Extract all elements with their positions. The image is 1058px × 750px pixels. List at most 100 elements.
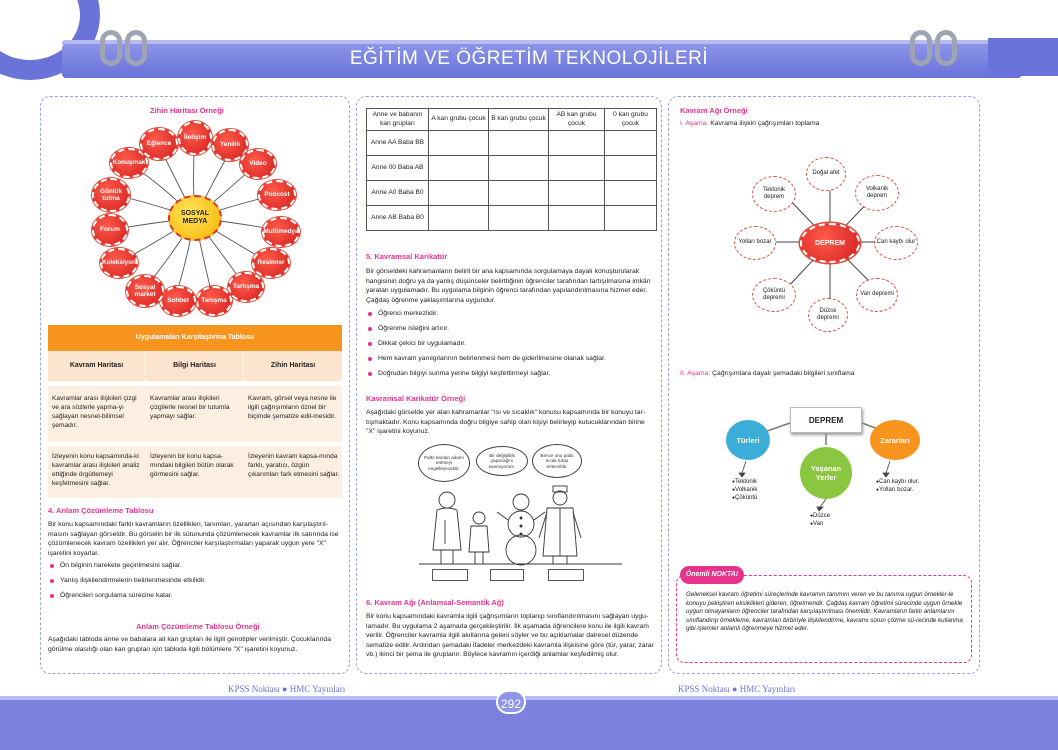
comparison-row (48, 386, 342, 442)
table-header: 0 kan grubu çocuk (604, 108, 657, 131)
table-cell[interactable] (604, 130, 657, 156)
binder-ring-icon (125, 30, 147, 66)
list-item: Doğrudan bilgiyi sunma yerine bilgiyi ke… (366, 370, 656, 377)
cartoon-paragraph: Aşağıdaki görselde yer alan kahramanlar … (366, 409, 646, 436)
table-cell[interactable] (428, 205, 489, 231)
cartoon-title: Kavramsal Karikatür Örneği (366, 394, 466, 403)
stage-2-label: II. Aşama: (680, 370, 711, 377)
table-cell[interactable] (488, 180, 549, 206)
title-bar-highlight (62, 40, 1022, 46)
concept-web-title: Kavram Ağı Örneği (680, 106, 748, 115)
table-header: B kan grubu çocuk (488, 108, 549, 131)
section-5-paragraph: Bir görseldeki kahramanların belirli bir… (366, 268, 651, 304)
answer-checkbox[interactable] (490, 569, 524, 581)
table-cell[interactable] (604, 155, 657, 181)
table-cell[interactable] (428, 130, 489, 156)
table-cell[interactable] (488, 155, 549, 181)
comparison-cell: Kavram, görsel veya nesne ile ilgili çağ… (248, 395, 337, 420)
corner-decoration-right (988, 38, 1058, 76)
concept-node: Volkanik deprem (855, 175, 899, 211)
table-row-label: Anne A0 Baba B0 (366, 180, 429, 206)
section-5-bullets: Öğrenci merkezlidir. Öğrenme isteğini ar… (366, 310, 656, 385)
footer-highlight (0, 696, 1058, 702)
comparison-header: Bilgi Haritası (146, 351, 244, 381)
list-item: Van (810, 520, 830, 528)
schema-arrows (738, 460, 891, 512)
title-bar (62, 44, 1022, 78)
comparison-cell: İzleyenin bir konu kapsa-mındaki bilgile… (150, 453, 234, 478)
schema-places: Yaşanan Yerler (800, 447, 852, 499)
stage-1-label: I. Aşama: (680, 120, 709, 127)
speech-bubble: Bir değişiklik yapacağını sanmıyorum. (476, 446, 528, 476)
mindmap-node: Konuşmak (110, 148, 148, 178)
table-cell[interactable] (548, 155, 605, 181)
section-6-title: 6. Kavram Ağı (Anlamsal-Semantik Ağ) (366, 598, 504, 607)
important-note-badge: Önemli NOKTA! (680, 566, 744, 584)
schema-types-list: Tektonik Volkanik Çöküntü (732, 478, 757, 502)
schema-places-list: Düzce Van (810, 512, 830, 528)
section-5-title: 5. Kavramsal Karikatür (366, 252, 448, 261)
stage-1-line: I. Aşama: Kavrama ilişkin çağrışımları t… (680, 120, 819, 127)
list-item: Yanlış ilişkilendirmelerin belirlenmesin… (48, 577, 344, 584)
mindmap-node: Sohbet (160, 286, 196, 316)
table-cell[interactable] (488, 205, 549, 231)
mindmap-node: Multimedya (262, 217, 300, 247)
footer-brand-left: KPSS Noktası ● HMC Yayınları (228, 684, 346, 694)
mindmap-node: Tanışma (196, 286, 232, 316)
mindmap-node: Sosyal market (126, 275, 164, 307)
table-cell[interactable] (428, 180, 489, 206)
right-column-frame (668, 96, 980, 674)
comparison-header: Zihin Haritası (244, 351, 342, 381)
left-column-frame (40, 96, 350, 674)
list-item: Hem kavram yanılgılarının belirlenmesi h… (366, 355, 656, 362)
table-cell[interactable] (548, 130, 605, 156)
comparison-header: Kavram Haritası (48, 351, 146, 381)
footer (0, 700, 1058, 750)
speech-bubble: Bence onu palto sıcak tutup eritecektir. (532, 444, 582, 478)
table-cell[interactable] (604, 180, 657, 206)
table-row-label: Anne AA Baba BB (366, 130, 429, 156)
important-note-box (676, 575, 972, 663)
list-item: Düzce (810, 512, 830, 520)
answer-checkbox[interactable] (432, 569, 468, 581)
comparison-cell: Kavramlar arası ilişkileri çizgi ve ara … (52, 395, 137, 429)
concept-node: Düzce depremi (808, 298, 848, 332)
table-cell[interactable] (548, 180, 605, 206)
stage-2-text: Çağrışımlara dayalı şemadaki bilgileri s… (712, 370, 855, 377)
table-cell[interactable] (548, 205, 605, 231)
answer-checkbox[interactable] (548, 569, 584, 581)
section-6-paragraph: Bir konu kapsamındaki kavramla ilgili ça… (366, 613, 654, 659)
concept-node: Can kaybı olur (874, 226, 918, 260)
table-row-label: Anne AB Baba B0 (366, 205, 429, 231)
concept-node: Yolları bozar (734, 226, 776, 260)
mindmap-node: Video (240, 149, 276, 179)
section-4-title: 4. Anlam Çözümleme Tablosu (48, 506, 154, 515)
section-4-paragraph: Bir konu kapsamındaki farklı kavramların… (48, 521, 339, 557)
comparison-table-title: Uygulamaları Karşılaştırma Tablosu (48, 325, 342, 351)
mindmap-node: Eğlence (140, 128, 178, 160)
schema-damages-list: Can kaybı olur. Yolları bozar. (876, 478, 919, 494)
schema-types: Türleri (726, 420, 770, 460)
concept-node: Tektonik deprem (752, 176, 796, 212)
mindmap-node: Tartışma (228, 272, 264, 302)
concept-node: Van depremi (856, 278, 898, 312)
mindmap-node: Podcost (258, 180, 296, 210)
stage-2-line: II. Aşama: Çağrışımlara dayalı şemadaki … (680, 370, 855, 377)
table-cell[interactable] (604, 205, 657, 231)
table-cell[interactable] (488, 130, 549, 156)
middle-column-frame (356, 96, 662, 674)
mindmap-node: İletişim (178, 121, 212, 155)
concept-node: Çöküntü depremi (752, 278, 796, 312)
list-item: Volkanik (732, 486, 757, 494)
table-cell[interactable] (428, 155, 489, 181)
list-item: Dikkat çekici bir uygulamadır. (366, 340, 656, 347)
example-paragraph: Aşağıdaki tabloda anne ve babalara ait k… (48, 636, 331, 653)
cartoon-illustration (419, 485, 622, 566)
mindmap-title: Zihin Haritası Örneği (150, 106, 224, 115)
stage-1-text: Kavrama ilişkin çağrışımları toplama (710, 120, 820, 127)
comparison-cell: Kavramlar arası ilişkileri çizgilerle ne… (150, 395, 230, 420)
speech-bubble: Palto kardan adamı eritmeyi engelleyecek… (418, 444, 470, 482)
concept-node: Doğal afet (806, 157, 846, 191)
list-item: Öğrenme isteğini artırır. (366, 325, 656, 332)
important-note-text: Geleneksel kavram öğretimi süreçlerinde … (686, 591, 963, 633)
